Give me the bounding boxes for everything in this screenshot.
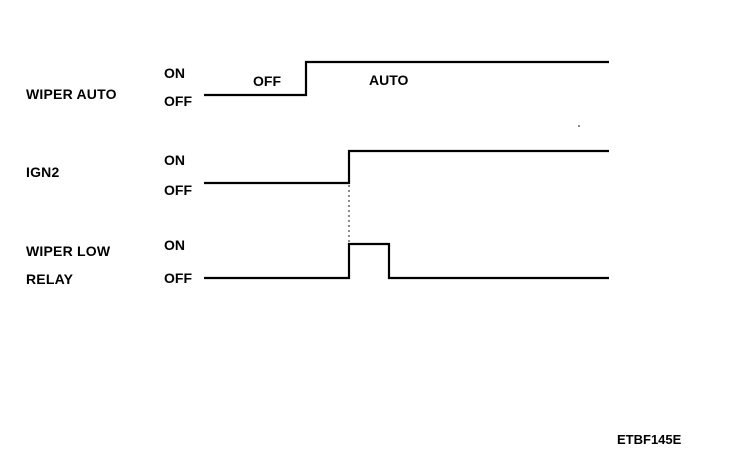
ign2-waveform [204, 149, 609, 185]
signal-label-ign2: IGN2 [26, 164, 60, 180]
signal-label-relay: RELAY [26, 271, 74, 287]
ign2-on-label: ON [164, 152, 185, 168]
wiper-auto-off-label: OFF [164, 93, 192, 109]
wiper-low-off-label: OFF [164, 270, 192, 286]
ign2-off-label: OFF [164, 182, 192, 198]
signal-label-wiper-auto: WIPER AUTO [26, 86, 117, 102]
wiper-low-relay-waveform [204, 242, 609, 280]
phase-auto-annotation: AUTO [369, 72, 409, 88]
scan-speck [578, 125, 580, 127]
wiper-auto-on-label: ON [164, 65, 185, 81]
figure-code: ETBF145E [617, 432, 682, 447]
signal-label-wiper-low: WIPER LOW [26, 243, 111, 259]
phase-off-annotation: OFF [253, 73, 281, 89]
wiper-auto-waveform [204, 60, 609, 97]
wiper-low-on-label: ON [164, 237, 185, 253]
